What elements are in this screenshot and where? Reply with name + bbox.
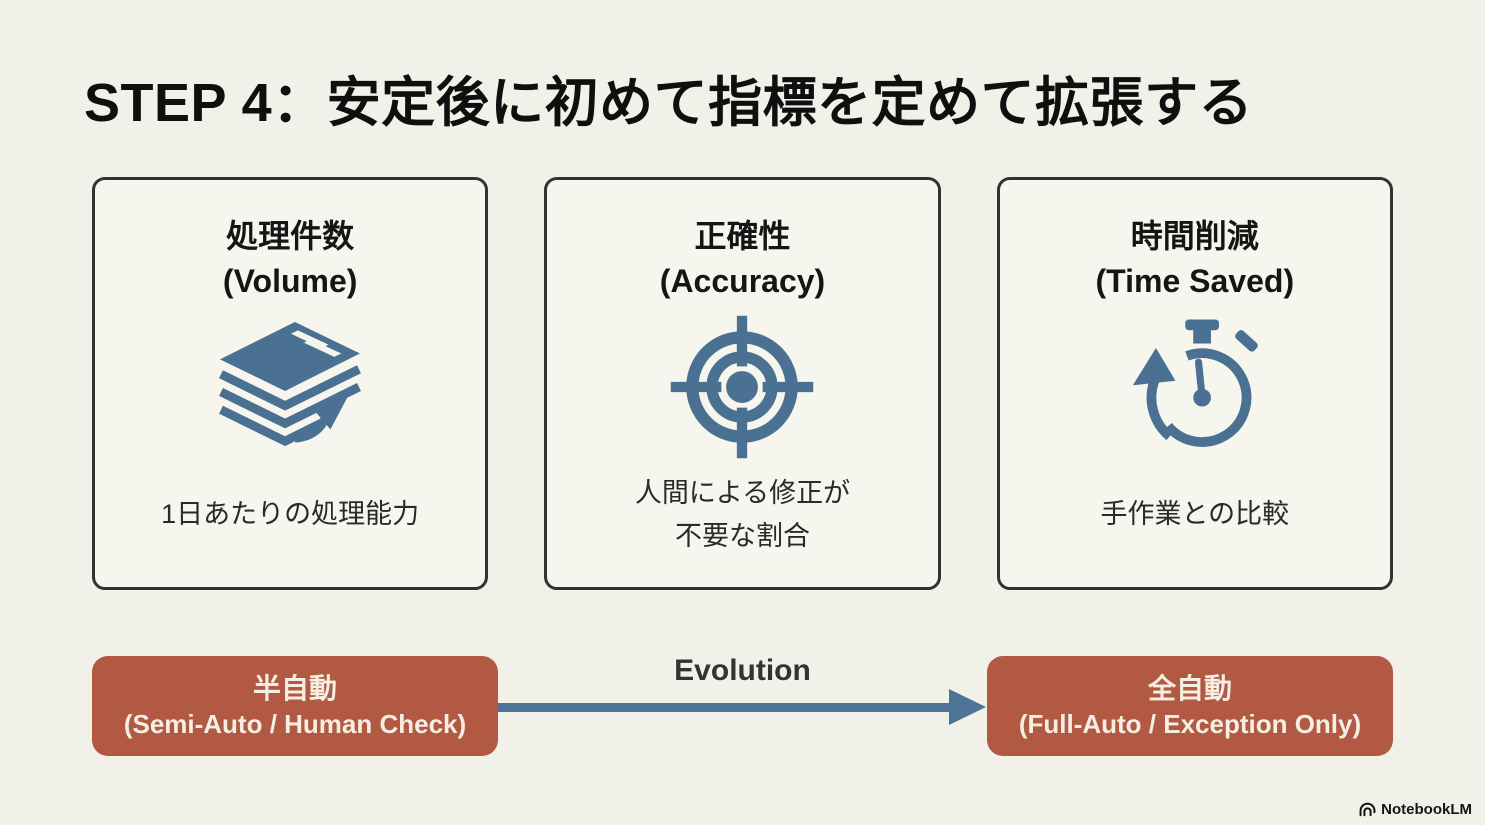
semi-auto-label-ja: 半自動 — [252, 672, 337, 704]
metric-cards: 処理件数 (Volume) — [92, 177, 1393, 590]
card-volume: 処理件数 (Volume) — [92, 177, 489, 590]
evolution-arrow: Evolution — [498, 654, 987, 758]
card-accuracy: 正確性 (Accuracy) 人間による修正が 不要な割合 — [544, 177, 941, 590]
semi-auto-box: 半自動 (Semi-Auto / Human Check) — [92, 656, 498, 756]
page-title: STEP 4：安定後に初めて指標を定めて拡張する — [84, 73, 1254, 133]
stopwatch-icon — [1116, 305, 1274, 469]
brand-footer: NotebookLM — [1359, 801, 1472, 818]
notebooklm-logo-icon — [1359, 802, 1376, 817]
brand-name: NotebookLM — [1381, 801, 1472, 818]
card-volume-title: 処理件数 (Volume) — [222, 218, 358, 300]
card-accuracy-caption: 人間による修正が 不要な割合 — [634, 477, 851, 551]
full-auto-box: 全自動 (Full-Auto / Exception Only) — [987, 656, 1393, 756]
full-auto-label-en: (Full-Auto / Exception Only) — [1018, 709, 1362, 740]
document-stack-icon — [216, 305, 364, 469]
evolution-flow: 半自動 (Semi-Auto / Human Check) Evolution … — [92, 654, 1393, 758]
evolution-label: Evolution — [674, 654, 811, 687]
card-time-saved-caption: 手作業との比較 — [1100, 499, 1290, 530]
arrow-head-icon — [949, 689, 986, 725]
card-time-saved: 時間削減 (Time Saved) — [996, 177, 1393, 590]
card-accuracy-title: 正確性 (Accuracy) — [659, 218, 826, 300]
semi-auto-label-en: (Semi-Auto / Human Check) — [123, 709, 467, 740]
card-time-saved-title: 時間削減 (Time Saved) — [1095, 218, 1295, 300]
target-icon — [667, 305, 817, 469]
full-auto-label-ja: 全自動 — [1147, 672, 1232, 704]
arrow-line — [498, 703, 955, 712]
card-volume-caption: 1日あたりの処理能力 — [161, 499, 420, 530]
